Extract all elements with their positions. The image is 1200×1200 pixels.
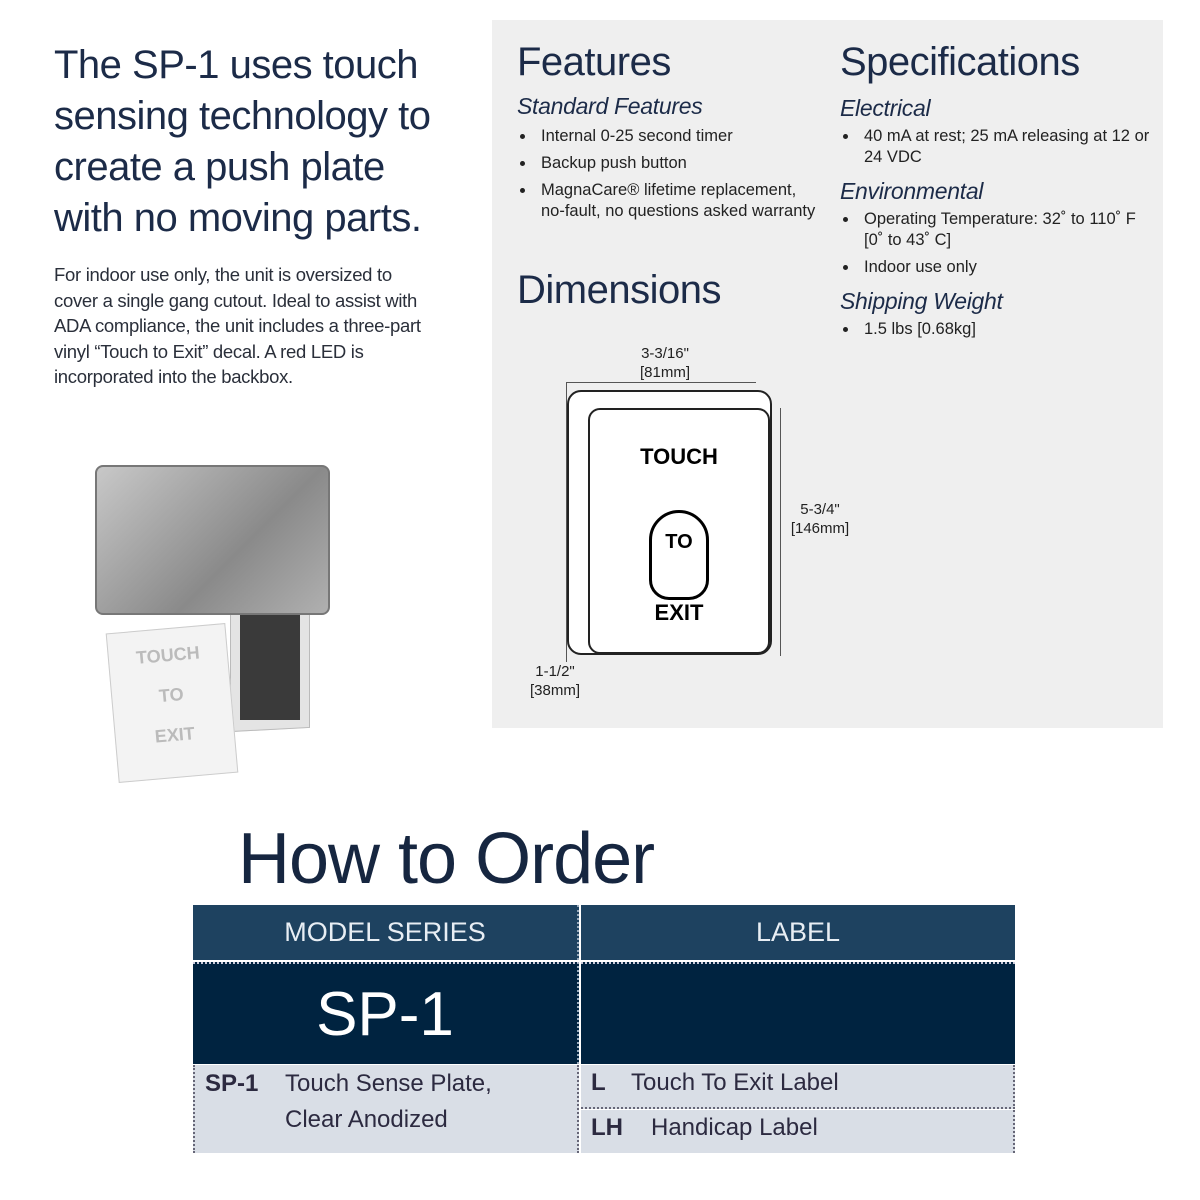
specifications-section: Specifications Electrical 40 mA at rest;… — [840, 40, 1150, 338]
depth-label: 1-1/2"[38mm] — [529, 663, 580, 699]
product-photo: TOUCH TO EXIT — [90, 460, 390, 783]
intro-paragraph: For indoor use only, the unit is oversiz… — [54, 264, 421, 387]
dimensions-title: Dimensions — [517, 268, 721, 312]
height-label: 5-3/4"[146mm] — [790, 501, 850, 537]
features-title: Features — [517, 40, 671, 84]
features-subtitle: Standard Features — [517, 93, 703, 119]
order-title: How to Order — [238, 819, 655, 899]
width-label: 3-3/16"[81mm] — [639, 345, 690, 381]
feature-item: Backup push button — [517, 153, 817, 174]
feature-item: MagnaCare® lifetime replacement, no-faul… — [517, 180, 817, 222]
cover-plate — [95, 465, 330, 615]
order-table: MODEL SERIES LABEL SP-1 SP-1 Touch Sense… — [193, 905, 1015, 1153]
hand-icon: TO — [649, 510, 709, 600]
features-section: Features Standard Features Internal 0-25… — [517, 40, 817, 228]
specifications-title: Specifications — [840, 40, 1080, 84]
feature-item: Internal 0-25 second timer — [517, 126, 817, 147]
model-value: SP-1 — [193, 962, 579, 1064]
headline: The SP-1 uses touch sensing technology t… — [54, 43, 431, 240]
label-value — [581, 962, 1015, 1064]
header-label: LABEL — [581, 905, 1015, 960]
header-model-series: MODEL SERIES — [193, 905, 579, 960]
decal: TOUCH TO EXIT — [105, 623, 239, 783]
model-option-row: SP-1 Touch Sense Plate, Clear Anodized — [193, 1065, 579, 1153]
